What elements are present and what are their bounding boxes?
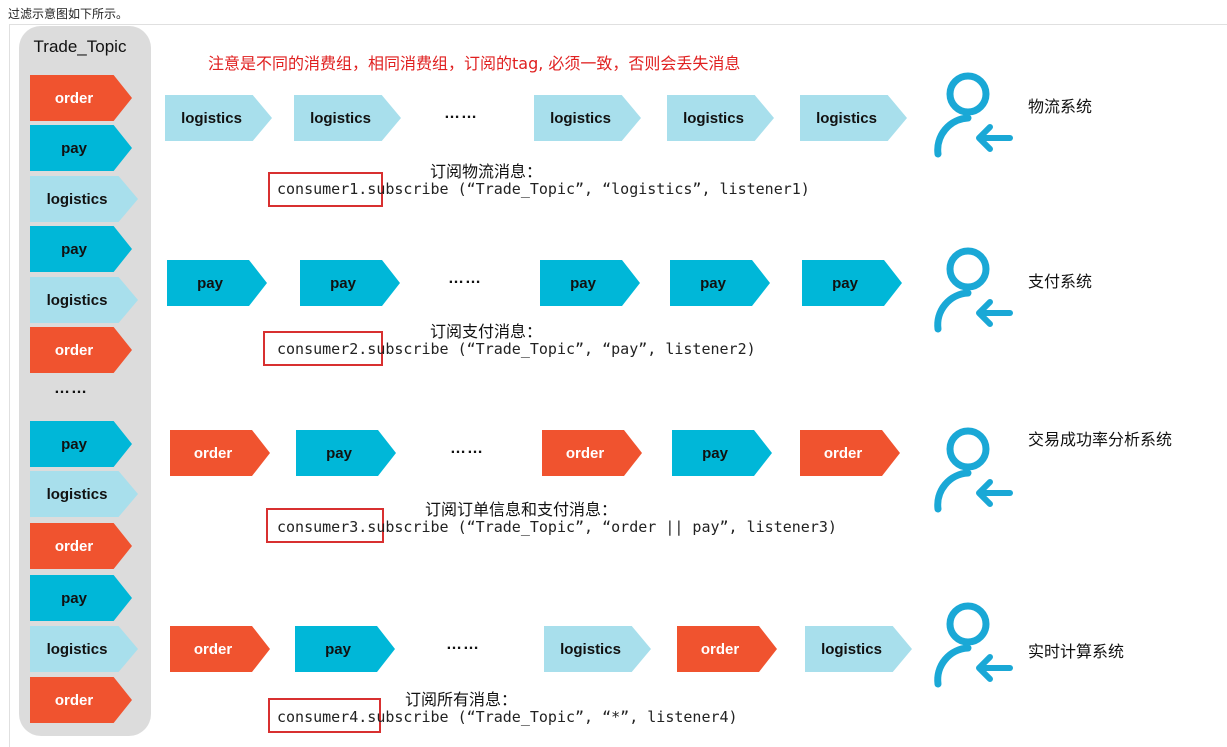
row3-system-name: 交易成功率分析系统	[1028, 430, 1173, 449]
subscribe-call: .subscribe (“Trade_Topic”, “*”, listener…	[358, 708, 738, 726]
row3-message-pay: pay	[672, 430, 772, 476]
row4-message-pay: pay	[295, 626, 395, 672]
topic-tag-order: order	[30, 327, 132, 373]
topic-tag-logistics: logistics	[30, 471, 138, 517]
row4-subscribe-code: consumer4.subscribe (“Trade_Topic”, “*”,…	[277, 708, 738, 726]
topic-ellipsis: ……	[54, 380, 88, 397]
row3-message-pay: pay	[296, 430, 396, 476]
row3-subscription-label: 订阅订单信息和支付消息：	[425, 500, 618, 519]
consumer-name: consumer2	[277, 340, 359, 358]
row4-message-order: order	[677, 626, 777, 672]
topic-tag-order: order	[30, 523, 132, 569]
consumer-group-note: 注意是不同的消费组，相同消费组，订阅的tag, 必须一致，否则会丢失消息	[208, 54, 741, 73]
row2-message-pay: pay	[300, 260, 400, 306]
consumer-name: consumer1	[277, 180, 359, 198]
consumer-person-icon	[934, 602, 1013, 688]
row2-system-name: 支付系统	[1028, 272, 1093, 291]
subscribe-call: .subscribe (“Trade_Topic”, “order || pay…	[358, 518, 837, 536]
row3-message-order: order	[800, 430, 900, 476]
row1-system-name: 物流系统	[1028, 97, 1093, 116]
row1-message-logistics: logistics	[667, 95, 774, 141]
consumer-name: consumer4	[277, 708, 359, 726]
row4-message-logistics: logistics	[805, 626, 912, 672]
row2-message-pay: pay	[540, 260, 640, 306]
row3-message-order: order	[170, 430, 270, 476]
topic-tag-order: order	[30, 75, 132, 121]
row4-consumer-highlight	[268, 698, 381, 733]
row4-ellipsis: ……	[446, 636, 480, 653]
row2-subscription-label: 订阅支付消息：	[430, 322, 543, 341]
row2-consumer-highlight	[263, 331, 383, 366]
topic-tag-pay: pay	[30, 421, 132, 467]
subscribe-call: .subscribe (“Trade_Topic”, “pay”, listen…	[358, 340, 756, 358]
row3-subscribe-code: consumer3.subscribe (“Trade_Topic”, “ord…	[277, 518, 837, 536]
subscribe-call: .subscribe (“Trade_Topic”, “logistics”, …	[358, 180, 810, 198]
consumer-person-icon	[934, 72, 1013, 158]
row2-message-pay: pay	[802, 260, 902, 306]
caption: 过滤示意图如下所示。	[8, 7, 129, 21]
row3-message-order: order	[542, 430, 642, 476]
row3-ellipsis: ……	[450, 440, 484, 457]
row1-consumer-highlight	[268, 172, 383, 207]
row2-message-pay: pay	[167, 260, 267, 306]
row2-ellipsis: ……	[448, 270, 482, 287]
row1-message-logistics: logistics	[534, 95, 641, 141]
row4-message-logistics: logistics	[544, 626, 651, 672]
consumer-person-icon	[934, 247, 1013, 333]
diagram-frame	[9, 24, 1227, 747]
row1-ellipsis: ……	[444, 105, 478, 122]
consumer-person-icon	[934, 427, 1013, 513]
row1-subscribe-code: consumer1.subscribe (“Trade_Topic”, “log…	[277, 180, 810, 198]
row4-message-order: order	[170, 626, 270, 672]
consumer-name: consumer3	[277, 518, 359, 536]
row4-subscription-label: 订阅所有消息：	[405, 690, 518, 709]
row1-message-logistics: logistics	[800, 95, 907, 141]
topic-tag-logistics: logistics	[30, 176, 138, 222]
row1-subscription-label: 订阅物流消息：	[430, 162, 543, 181]
topic-tag-pay: pay	[30, 226, 132, 272]
row2-message-pay: pay	[670, 260, 770, 306]
topic-tag-logistics: logistics	[30, 277, 138, 323]
row1-message-logistics: logistics	[165, 95, 272, 141]
topic-tag-pay: pay	[30, 125, 132, 171]
topic-tag-order: order	[30, 677, 132, 723]
topic-title: Trade_Topic	[33, 37, 127, 56]
row3-consumer-highlight	[266, 508, 384, 543]
row4-system-name: 实时计算系统	[1028, 642, 1125, 661]
topic-tag-pay: pay	[30, 575, 132, 621]
topic-tag-logistics: logistics	[30, 626, 138, 672]
row2-subscribe-code: consumer2.subscribe (“Trade_Topic”, “pay…	[277, 340, 756, 358]
row1-message-logistics: logistics	[294, 95, 401, 141]
